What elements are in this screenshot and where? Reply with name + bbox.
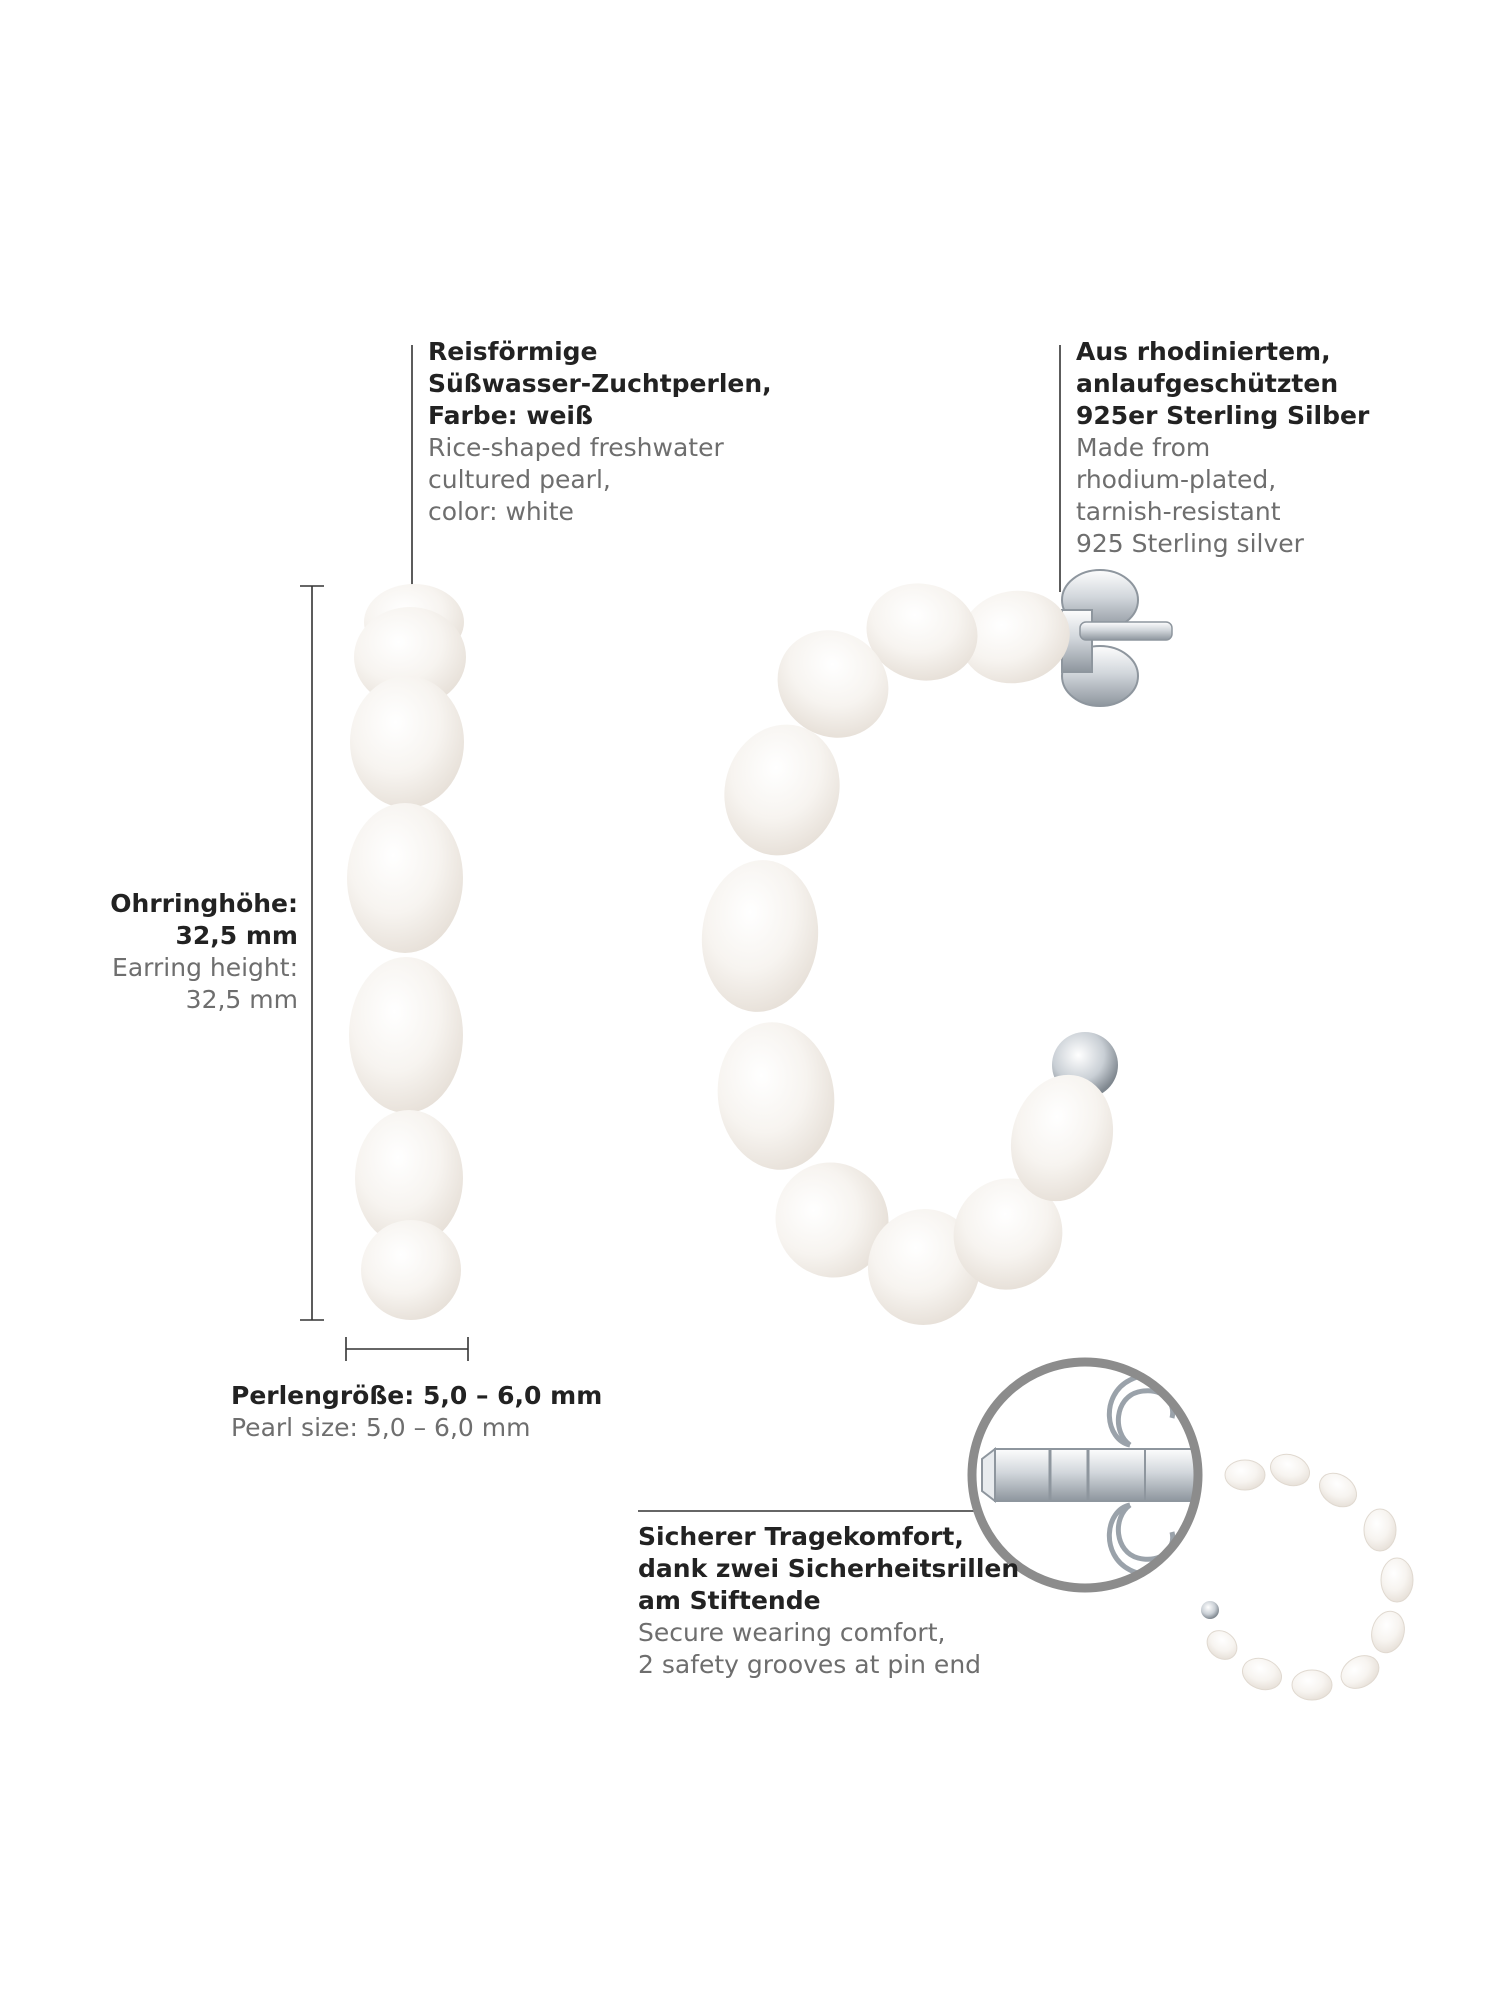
height-dimension [300, 585, 324, 1321]
pearl [361, 1220, 461, 1320]
pearl [866, 583, 978, 681]
front-view-earring [701, 569, 1173, 1325]
pearl [953, 1178, 1063, 1290]
material-callout-de: Aus rhodiniertem, anlaufgeschützten 925e… [1076, 337, 1370, 430]
pearl [349, 957, 463, 1113]
earring-back [1061, 569, 1173, 707]
zoom-detail [967, 1357, 1203, 1593]
material-callout-en: Made from rhodium-plated, tarnish-resist… [1076, 433, 1304, 558]
pearl-size-callout: Perlengröße: 5,0 – 6,0 mm Pearl size: 5,… [231, 1380, 602, 1444]
pearl-size-callout-de: Perlengröße: 5,0 – 6,0 mm [231, 1381, 603, 1410]
height-callout-en: Earring height: 32,5 mm [112, 953, 298, 1014]
pearl [347, 803, 463, 953]
pearl [701, 860, 819, 1012]
pearl-callout: Reisförmige Süßwasser-Zuchtperlen, Farbe… [428, 336, 772, 528]
height-callout: Ohrringhöhe: 32,5 mm Earring height: 32,… [60, 888, 298, 1016]
pearl-callout-en: Rice-shaped freshwater cultured pearl, c… [428, 433, 724, 526]
pearl [350, 676, 464, 808]
pearl [717, 1022, 835, 1170]
pearl-size-callout-en: Pearl size: 5,0 – 6,0 mm [231, 1413, 531, 1442]
material-callout: Aus rhodiniertem, anlaufgeschützten 925e… [1076, 336, 1369, 560]
comfort-callout-de: Sicherer Tragekomfort, dank zwei Sicherh… [638, 1522, 1020, 1615]
pearl [354, 607, 466, 707]
comfort-callout-en: Secure wearing comfort, 2 safety grooves… [638, 1618, 982, 1679]
pearl-callout-de: Reisförmige Süßwasser-Zuchtperlen, Farbe… [428, 337, 772, 430]
side-view-earring [347, 584, 466, 1320]
comfort-callout: Sicherer Tragekomfort, dank zwei Sicherh… [638, 1521, 1019, 1681]
pearl [777, 630, 889, 738]
pearl [1010, 1074, 1114, 1202]
small-end-ball [1201, 1601, 1219, 1619]
pearl [355, 1110, 463, 1246]
height-callout-de: Ohrringhöhe: 32,5 mm [110, 889, 298, 950]
small-hoop-thumbnail [1201, 1453, 1414, 1701]
pearl [960, 590, 1070, 684]
pearl [867, 1209, 981, 1325]
pearl [724, 724, 840, 856]
pearl [775, 1162, 889, 1278]
zoom-ring [967, 1357, 1203, 1593]
width-dimension [345, 1337, 469, 1361]
